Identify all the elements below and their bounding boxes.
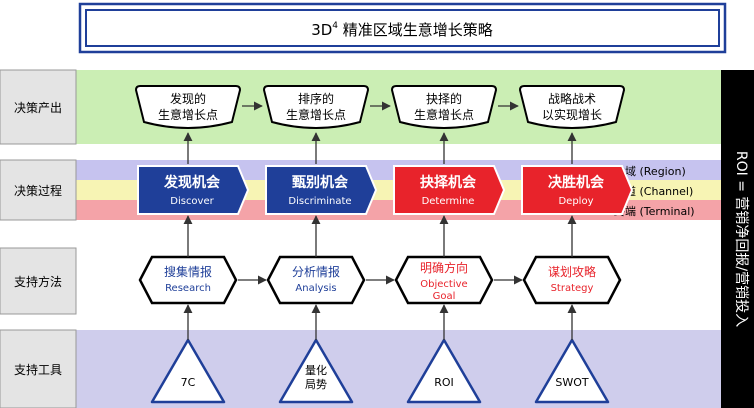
method-en: Objective: [420, 279, 467, 290]
tool-label: 局势: [305, 378, 327, 391]
title-box: 3D4 精准区域生意增长策略: [78, 2, 727, 54]
tool-label: ROI: [434, 376, 454, 389]
row-label-method: 支持方法: [14, 274, 62, 289]
stage-en: Discriminate: [288, 196, 351, 207]
tool-1: 7C: [150, 338, 226, 404]
row-label-process: 决策过程: [14, 183, 62, 198]
tool-4: SWOT: [534, 338, 610, 404]
output-line1: 抉择的: [426, 91, 462, 106]
method-2: 分析情报 Analysis: [266, 255, 366, 305]
output-line2: 以实现增长: [542, 107, 602, 122]
method-en: Strategy: [551, 283, 594, 294]
tool-label: 量化: [305, 363, 327, 377]
row-label-tools: 支持工具: [14, 362, 62, 377]
method-cn: 分析情报: [292, 264, 340, 279]
method-en: Analysis: [295, 283, 336, 294]
method-en: Research: [165, 283, 211, 294]
method-cn: 明确方向: [420, 260, 468, 275]
output-line1: 发现的: [170, 91, 206, 106]
method-en: Goal: [433, 291, 456, 302]
stage-arrows: 发现机会 Discover 甄别机会 Discriminate 抉择机会 Determin…: [137, 165, 634, 215]
stage-cn: 抉择机会: [420, 174, 477, 191]
output-line2: 生意增长点: [414, 107, 474, 122]
method-cn: 谋划攻略: [548, 264, 596, 279]
tool-label: SWOT: [555, 376, 589, 389]
stage-en: Determine: [422, 196, 475, 207]
stage-4: 决胜机会 Deploy: [521, 165, 634, 215]
stage-en: Discover: [170, 196, 214, 207]
side-label: ROI = 营销净回报/营销投入: [733, 151, 749, 327]
connector-arrows: [183, 101, 577, 340]
stage-cn: 决胜机会: [548, 174, 605, 191]
method-hexagons: 搜集情报 Research 分析情报 Analysis 明确方向 ObjectiveGoa…: [138, 255, 622, 305]
output-line2: 生意增长点: [286, 107, 346, 122]
tool-3: ROI: [406, 338, 482, 404]
stage-2: 甄别机会 Discriminate: [265, 165, 378, 215]
method-cn: 搜集情报: [164, 264, 212, 279]
output-line2: 生意增长点: [158, 107, 218, 122]
stage-1: 发现机会 Discover: [137, 165, 250, 215]
output-line1: 战略战术: [548, 91, 596, 106]
method-4: 谋划攻略 Strategy: [522, 255, 622, 305]
row-label-output: 决策产出: [14, 101, 62, 115]
stage-cn: 甄别机会: [292, 174, 349, 191]
output-line1: 排序的: [298, 91, 334, 106]
row-labels: 决策产出 决策过程 支持方法 支持工具: [0, 69, 77, 408]
side-bar: ROI = 营销净回报/营销投入: [721, 70, 754, 408]
stage-cn: 发现机会: [163, 174, 221, 191]
stage-3: 抉择机会 Determine: [393, 165, 506, 215]
band-label-terminal: 终端 (Terminal): [614, 204, 695, 218]
stage-en: Deploy: [558, 196, 593, 207]
tool-label: 7C: [181, 376, 196, 389]
method-1: 搜集情报 Research: [138, 255, 238, 305]
page-title: 3D4 精准区域生意增长策略: [311, 21, 493, 39]
band-label-region: 地域 (Region): [614, 165, 686, 178]
band-label-channel: 渠道 (Channel): [614, 184, 693, 198]
